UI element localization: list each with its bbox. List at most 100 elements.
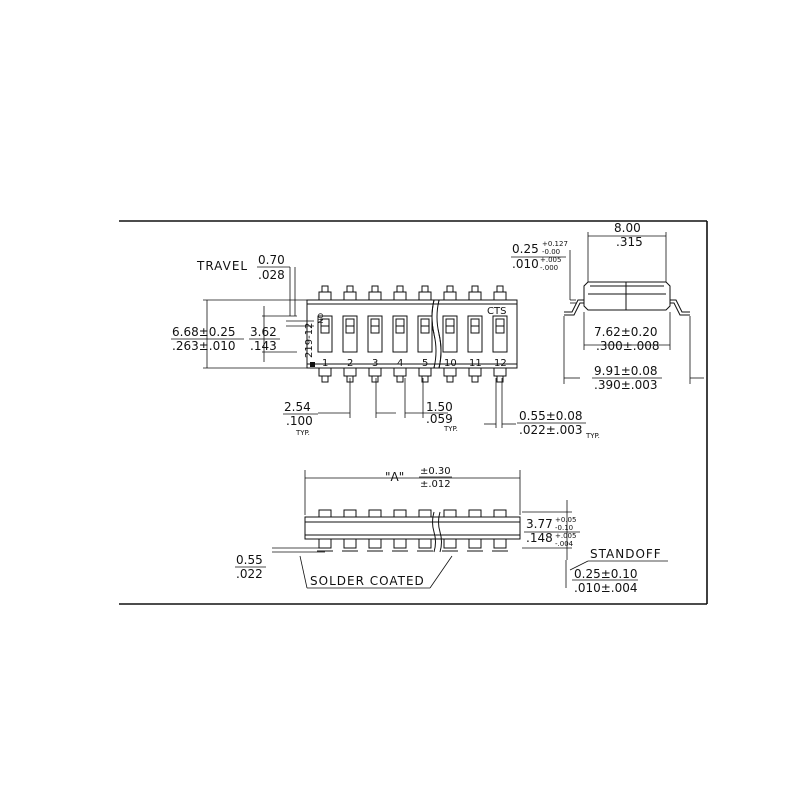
top-lead-group	[318, 285, 507, 301]
span-dimension: 9.91±0.08 .390±.003	[563, 316, 704, 392]
top-lead	[468, 291, 482, 301]
top-lead	[418, 291, 432, 301]
part-marking: 219-12	[304, 323, 315, 358]
side-lead	[418, 539, 432, 549]
travel-mm: 0.70	[258, 253, 285, 267]
solder-coated-label: SOLDER COATED	[310, 574, 425, 588]
a-tol-mm: ±0.30	[420, 466, 451, 477]
span-mm: 9.91±0.08	[594, 364, 658, 378]
side-actuator	[368, 509, 382, 518]
switch-actuator	[467, 315, 483, 353]
switch-actuator	[442, 315, 458, 353]
a-label: "A"	[385, 470, 404, 484]
h-mm-tol-bot: -0.10	[555, 524, 573, 532]
side-actuator	[318, 509, 332, 518]
standoff-label: STANDOFF	[590, 547, 662, 561]
switch-number: 2	[347, 358, 353, 369]
switch-actuator	[317, 315, 333, 353]
pitch-in: .100	[286, 414, 313, 428]
bottom-lead	[468, 367, 482, 377]
side-lead	[443, 539, 457, 549]
thick-mm: 0.25	[512, 242, 539, 256]
thick-mm-tol-bot: -0.00	[542, 248, 560, 256]
bottom-lead	[493, 367, 507, 377]
solder-coated-callout: SOLDER COATED	[299, 555, 453, 589]
lead-in: .022±.003	[519, 423, 583, 437]
bottom-lead	[418, 367, 432, 377]
gap-typ: TYP.	[443, 425, 458, 433]
bottom-lead	[368, 367, 382, 377]
travel-in: .028	[258, 268, 285, 282]
switch-actuator	[367, 315, 383, 353]
switch-number: 4	[397, 358, 403, 369]
thick-mm-tol-top: +0.127	[542, 240, 568, 248]
side-lead	[368, 539, 382, 549]
side-actuator	[343, 509, 357, 518]
height-dimension: 6.68±0.25 .263±.010 3.62 .143	[171, 299, 307, 369]
switch-number: 10	[444, 358, 457, 369]
side-lead-in: .022	[236, 567, 263, 581]
side-lead-dimension: 0.55 .022	[235, 547, 325, 581]
standoff-mm: 0.25±0.10	[574, 567, 638, 581]
lead-width-dimension: 0.55±0.08 .022±.003 TYP.	[484, 378, 600, 440]
gap-mm: 1.50	[426, 400, 453, 414]
end-view	[564, 281, 690, 316]
bottom-lead	[443, 367, 457, 377]
bottom-lead-group	[318, 367, 507, 383]
height-mm: 6.68±0.25	[172, 325, 236, 339]
lead-typ: TYP.	[585, 432, 600, 440]
side-lead-mm: 0.55	[236, 553, 263, 567]
switch-actuator	[492, 315, 508, 353]
travel-label: TRAVEL	[196, 259, 248, 273]
lead-thickness-dimension: 0.25 +0.127 -0.00 .010 +.005 -.000	[511, 240, 576, 304]
top-lead	[493, 291, 507, 301]
side-lead-group	[317, 539, 508, 552]
thick-in: .010	[512, 257, 539, 271]
thick-in-tol-top: +.005	[540, 256, 561, 264]
height-in: .263±.010	[172, 339, 236, 353]
drawing-frame	[119, 220, 708, 605]
h-mm: 3.77	[526, 517, 553, 531]
travel-dimension: TRAVEL 0.70 .028	[196, 253, 314, 327]
h-in: .148	[526, 531, 553, 545]
actuator-group	[317, 315, 508, 353]
bottom-lead	[393, 367, 407, 377]
side-actuator-group	[318, 509, 507, 518]
h-in-tol-top: +.005	[555, 532, 576, 540]
top-lead	[368, 291, 382, 301]
side-lead	[343, 539, 357, 549]
body-in: .300±.008	[596, 339, 660, 353]
body-width-dimension: 7.62±0.20 .300±.008	[583, 312, 671, 353]
pitch-dimension: 2.54 .100 TYP.	[283, 378, 396, 437]
pitch-typ: TYP.	[295, 429, 310, 437]
bottom-lead	[343, 367, 357, 377]
side-height-dimension: 3.77 +0.05 -0.10 .148 +.005 -.004	[522, 500, 580, 560]
width-in: .315	[616, 235, 643, 249]
side-lead	[393, 539, 407, 549]
switch-number: 3	[372, 358, 378, 369]
body-mm: 7.62±0.20	[594, 325, 658, 339]
side-actuator	[468, 509, 482, 518]
lead-mm: 0.55±0.08	[519, 409, 583, 423]
top-lead	[443, 291, 457, 301]
brand-marking: CTS	[487, 306, 506, 317]
standoff-in: .010±.004	[574, 581, 638, 595]
thick-in-tol-bot: -.000	[540, 264, 558, 272]
end-width-dimension: 8.00 .315	[587, 221, 667, 282]
top-lead	[393, 291, 407, 301]
slot-in: .143	[250, 339, 277, 353]
side-actuator	[443, 509, 457, 518]
switch-number: 1	[322, 358, 328, 369]
switch-number: 11	[469, 358, 482, 369]
side-lead	[493, 539, 507, 549]
switch-actuator	[392, 315, 408, 353]
switch-actuator	[342, 315, 358, 353]
side-actuator	[493, 509, 507, 518]
a-dimension: "A" ±0.30 ±.012	[304, 466, 521, 515]
side-view	[304, 509, 521, 553]
h-in-tol-bot: -.004	[555, 540, 574, 548]
a-tol-in: ±.012	[420, 479, 451, 490]
